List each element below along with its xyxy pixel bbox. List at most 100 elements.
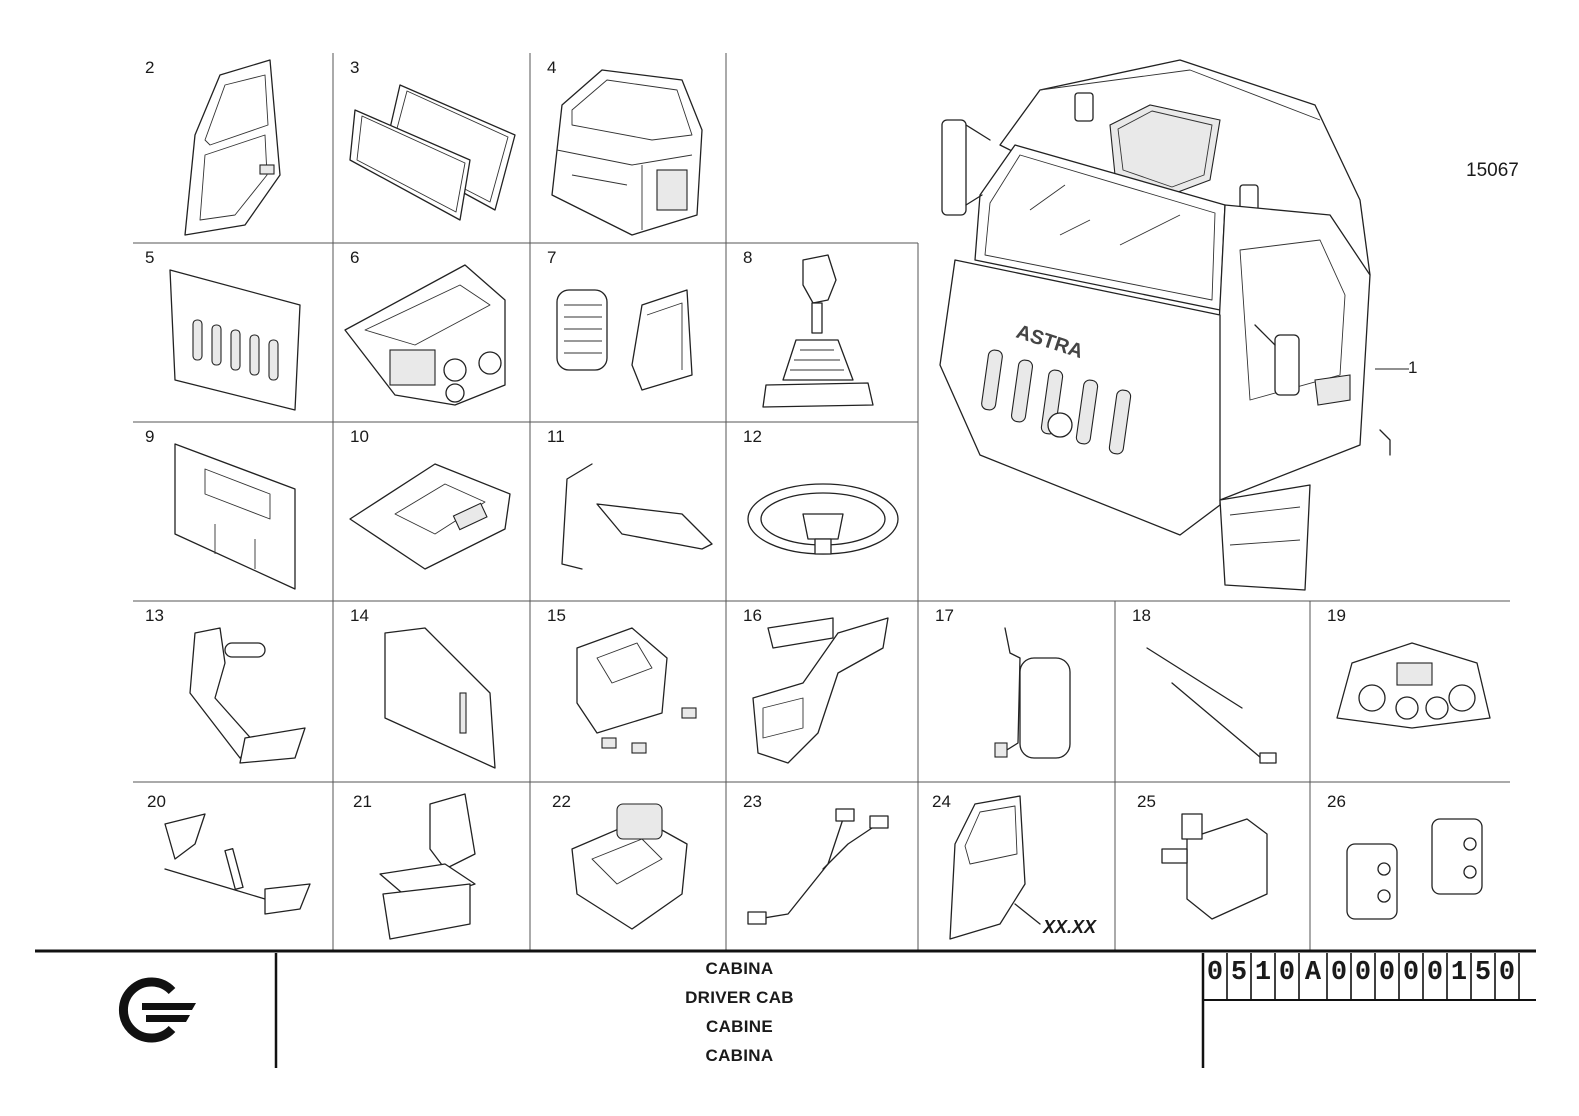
- title-italian: CABINA: [705, 959, 774, 978]
- rear-wall-panel-icon: [174, 443, 296, 590]
- door-frame-icon: [184, 59, 281, 236]
- air-vent-trim-icon: [556, 289, 693, 391]
- part-number: 8: [743, 248, 753, 267]
- part-cell[interactable]: 8: [728, 245, 916, 420]
- part-number: 23: [743, 792, 762, 811]
- callout-leader-line: [1375, 368, 1409, 370]
- steering-wheel-icon: [747, 483, 899, 555]
- tilt-pump-icon: [1161, 813, 1268, 920]
- part-number: 5: [145, 248, 155, 267]
- part-cell[interactable]: 21: [335, 784, 528, 949]
- pedal-icon: [189, 627, 306, 764]
- heater-unit-icon: [571, 803, 688, 930]
- code-digit: 1: [1254, 958, 1272, 988]
- part-number: 22: [552, 792, 571, 811]
- part-number: 17: [935, 606, 954, 625]
- code-digit: 0: [1426, 958, 1444, 988]
- part-cell[interactable]: 16: [728, 603, 916, 780]
- astra-logo-icon: [119, 977, 196, 1043]
- code-digit: 0: [1498, 958, 1516, 988]
- switch-icon: [1346, 818, 1483, 920]
- part-number: 15: [547, 606, 566, 625]
- part-number: 21: [353, 792, 372, 811]
- code-digit: 5: [1474, 958, 1492, 988]
- part-cell[interactable]: 24: [920, 784, 1113, 949]
- driver-cab-assembly-icon: ASTRA: [939, 59, 1391, 591]
- grab-handle-icon: [561, 463, 713, 570]
- part-cell[interactable]: 10: [335, 424, 528, 599]
- part-cell[interactable]: 3: [335, 55, 528, 241]
- part-cell[interactable]: 26: [1312, 784, 1508, 949]
- code-digit: 5: [1230, 958, 1248, 988]
- code-digit: 1: [1450, 958, 1468, 988]
- side-panel-icon: [384, 627, 496, 769]
- part-number: 25: [1137, 792, 1156, 811]
- title-english: DRIVER CAB: [685, 988, 794, 1007]
- part-cell[interactable]: 15: [532, 603, 724, 780]
- part-number: 14: [350, 606, 369, 625]
- part-cell[interactable]: 9: [135, 424, 331, 599]
- main-callout-number: 1: [1408, 358, 1418, 377]
- part-cell[interactable]: 6: [335, 245, 528, 420]
- part-cell[interactable]: 17: [920, 603, 1113, 780]
- part-cell[interactable]: 2: [135, 55, 331, 241]
- part-cell[interactable]: 25: [1117, 784, 1308, 949]
- variant-label: XX.XX: [1043, 917, 1097, 937]
- part-cell[interactable]: 4: [532, 55, 724, 241]
- code-digit: 0: [1354, 958, 1372, 988]
- part-number: 4: [547, 58, 557, 77]
- code-digit: 0: [1378, 958, 1396, 988]
- part-cell[interactable]: 22: [532, 784, 724, 949]
- cab-shell-icon: [551, 69, 703, 236]
- part-number: 9: [145, 427, 155, 446]
- part-cell[interactable]: 20: [135, 784, 331, 949]
- part-cell[interactable]: 11: [532, 424, 724, 599]
- sheet-number: 15067: [1466, 160, 1519, 181]
- logo: [110, 975, 200, 1045]
- cab-floor-icon: [349, 463, 511, 570]
- part-number: 10: [350, 427, 369, 446]
- code-digit: 0: [1206, 958, 1224, 988]
- part-cell[interactable]: 7: [532, 245, 724, 420]
- cab-suspension-icon: [164, 813, 311, 915]
- part-number: 16: [743, 606, 762, 625]
- gear-lever-icon: [762, 254, 874, 408]
- step-bracket-icon: [752, 617, 889, 764]
- dashboard-panel-icon: [344, 264, 506, 406]
- part-cell[interactable]: 5: [135, 245, 331, 420]
- wiring-harness-icon: [747, 808, 889, 925]
- code-digit: 0: [1278, 958, 1296, 988]
- part-cell[interactable]: 14: [335, 603, 528, 780]
- part-number: 7: [547, 248, 557, 267]
- part-cell[interactable]: 19: [1312, 603, 1508, 780]
- part-cell[interactable]: 12: [728, 424, 916, 599]
- code-digit: 0: [1402, 958, 1420, 988]
- pedal-box-icon: [576, 627, 697, 754]
- part-number: 18: [1132, 606, 1151, 625]
- code-digit: 0: [1330, 958, 1348, 988]
- part-number: 20: [147, 792, 166, 811]
- instrument-cluster-icon: [1336, 642, 1491, 729]
- door-assembly-icon: [949, 795, 1041, 940]
- windshield-glass-icon: [349, 84, 516, 221]
- part-number: 3: [350, 58, 360, 77]
- front-grille-icon: [169, 269, 301, 411]
- part-cell[interactable]: 23: [728, 784, 916, 949]
- part-number: 11: [547, 427, 565, 446]
- rear-view-mirror-icon: [994, 627, 1071, 759]
- title-french: CABINE: [706, 1017, 773, 1036]
- part-number: 19: [1327, 606, 1346, 625]
- main-cab-assembly: ASTRA: [920, 45, 1400, 595]
- title-spanish: CABINA: [705, 1046, 774, 1065]
- title-block: CABINA DRIVER CAB CABINE CABINA: [278, 953, 1201, 1068]
- part-number: 24: [932, 792, 951, 811]
- part-cell[interactable]: 18: [1117, 603, 1308, 780]
- code-digit: A: [1304, 958, 1322, 988]
- part-number: 26: [1327, 792, 1346, 811]
- part-number: 13: [145, 606, 164, 625]
- part-cell[interactable]: 13: [135, 603, 331, 780]
- part-number: 2: [145, 58, 155, 77]
- wiper-arm-icon: [1146, 647, 1277, 764]
- driver-seat-icon: [379, 793, 476, 940]
